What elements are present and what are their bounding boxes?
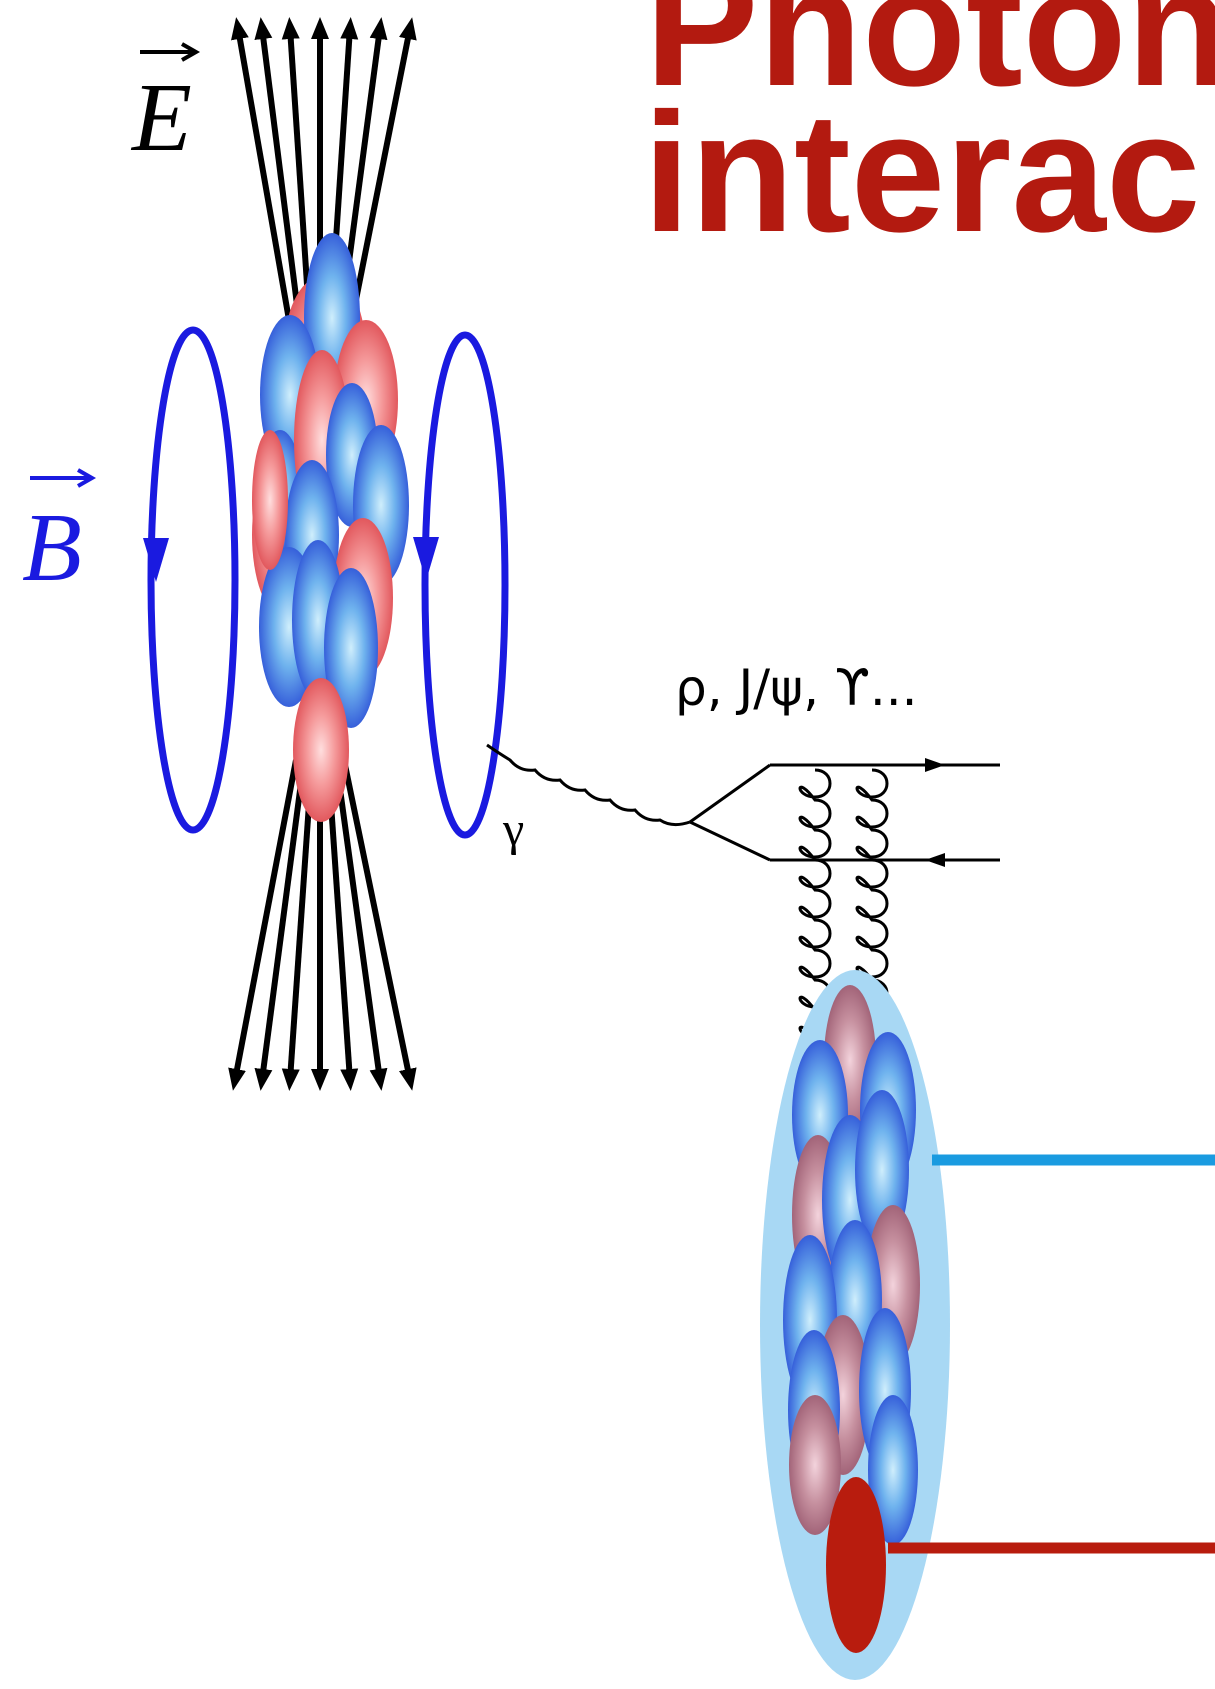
b-field-label-group: B — [22, 468, 97, 602]
proton — [252, 430, 288, 570]
up-arrow-icon — [231, 17, 299, 361]
slide-title-line-2: interac — [643, 78, 1201, 268]
neutron — [324, 568, 378, 728]
vector-meson-label: ρ, J/ψ, ϒ... — [675, 659, 918, 717]
down-arrow-icon — [333, 759, 388, 1091]
right-arrow-icon — [925, 758, 945, 772]
left-arrow-icon — [925, 853, 945, 867]
down-arrow-icon — [341, 759, 417, 1091]
down-arrow-icon — [254, 759, 307, 1091]
e-field-label-group: E — [130, 42, 201, 172]
quark-lines — [689, 758, 1000, 867]
target-nucleus — [783, 985, 920, 1545]
down-arrow-icon — [228, 759, 299, 1091]
down-arrow-icon — [143, 538, 169, 582]
slide-title-line-1: Photon — [645, 0, 1215, 122]
pointer-lines — [888, 1154, 1215, 1554]
photon-line — [486, 743, 691, 827]
magnetic-loop-right — [421, 331, 509, 839]
neutron — [868, 1395, 918, 1545]
e-field-label: E — [130, 64, 192, 172]
magnetic-field-loops — [143, 326, 509, 839]
vector-arrow-icon — [77, 468, 97, 488]
hot-spot — [826, 1477, 886, 1653]
vector-arrow-icon — [181, 42, 201, 62]
down-arrow-icon — [413, 537, 439, 581]
b-field-label: B — [22, 494, 82, 602]
nucleus-source — [252, 233, 409, 822]
proton — [789, 1395, 841, 1535]
magnetic-loop-left — [147, 326, 239, 834]
proton — [293, 678, 349, 822]
photon-label: γ — [502, 803, 524, 856]
